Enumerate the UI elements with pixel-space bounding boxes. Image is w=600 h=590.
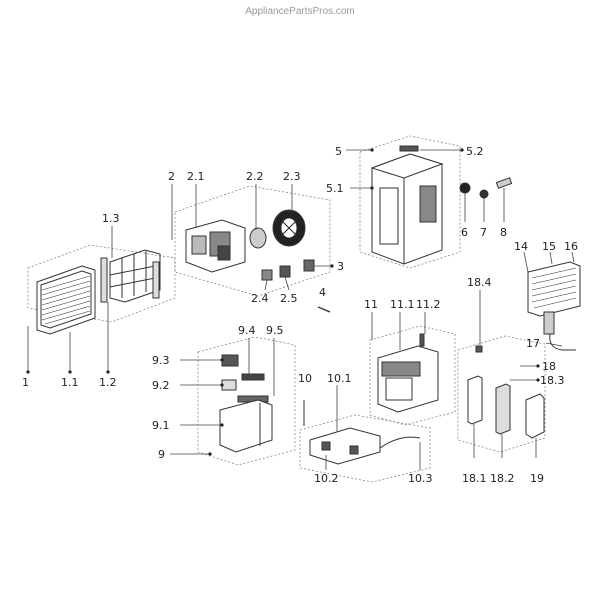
callout-1-3: 1.3 (102, 212, 120, 225)
callout-10: 10 (298, 372, 312, 385)
group-10-outline (299, 414, 431, 483)
group-11-outline (369, 325, 456, 426)
group-1-outline (27, 244, 176, 323)
callout-2-1: 2.1 (187, 170, 205, 183)
callout-11-2: 11.2 (416, 298, 441, 311)
callout-9-3: 9.3 (152, 354, 170, 367)
callout-1-1: 1.1 (61, 376, 79, 389)
part-10-base (303, 400, 421, 465)
callout-9-5: 9.5 (266, 324, 284, 337)
callout-2-3: 2.3 (283, 170, 301, 183)
callout-18-3: 18.3 (540, 374, 565, 387)
callout-16: 16 (564, 240, 578, 253)
callout-3: 3 (337, 260, 344, 273)
callout-2-5: 2.5 (280, 292, 298, 305)
callout-2: 2 (168, 170, 175, 183)
part-14-coil (527, 261, 581, 351)
group-9-outline (197, 336, 296, 466)
part-1-front-grille (36, 265, 96, 335)
callout-18: 18 (542, 360, 556, 373)
callout-8: 8 (500, 226, 507, 239)
callout-10-2: 10.2 (314, 472, 339, 485)
callout-18-2: 18.2 (490, 472, 515, 485)
group-outlines (27, 135, 546, 483)
part-5-rear-housing (370, 145, 513, 265)
callout-1-2: 1.2 (99, 376, 117, 389)
part-11-water-tank (377, 333, 439, 413)
part-18-brackets (467, 345, 545, 439)
callout-18-4: 18.4 (467, 276, 492, 289)
part-9-control-panel (219, 354, 273, 453)
callout-14: 14 (514, 240, 528, 253)
callout-9-1: 9.1 (152, 419, 170, 432)
callout-labels: 1 1.1 1.2 1.3 2 2.1 2.2 2.3 2.4 2.5 3 4 … (22, 145, 578, 485)
callout-10-1: 10.1 (327, 372, 352, 385)
callout-7: 7 (480, 226, 487, 239)
part-1-2-filter (100, 249, 161, 303)
callout-9-4: 9.4 (238, 324, 256, 337)
callout-11: 11 (364, 298, 378, 311)
callout-5-2: 5.2 (466, 145, 484, 158)
leader-dots (26, 148, 540, 456)
part-2-motor-assembly (185, 209, 315, 281)
callout-19: 19 (530, 472, 544, 485)
callout-10-3: 10.3 (408, 472, 433, 485)
group-18-outline (457, 335, 546, 453)
callout-1: 1 (22, 376, 29, 389)
callout-15: 15 (542, 240, 556, 253)
callout-4: 4 (319, 286, 326, 299)
part-4-rod (317, 306, 331, 313)
callout-17: 17 (526, 337, 540, 350)
callout-11-1: 11.1 (390, 298, 415, 311)
group-5-outline (359, 135, 461, 269)
watermark: AppliancePartsPros.com (245, 6, 355, 17)
callout-18-1: 18.1 (462, 472, 487, 485)
group-2-outline (174, 185, 331, 297)
callout-2-4: 2.4 (251, 292, 269, 305)
callout-9-2: 9.2 (152, 379, 170, 392)
callout-6: 6 (461, 226, 468, 239)
callout-2-2: 2.2 (246, 170, 264, 183)
callout-9: 9 (158, 448, 165, 461)
callout-5-1: 5.1 (326, 182, 344, 195)
callout-5: 5 (335, 145, 342, 158)
leader-lines (27, 149, 575, 470)
